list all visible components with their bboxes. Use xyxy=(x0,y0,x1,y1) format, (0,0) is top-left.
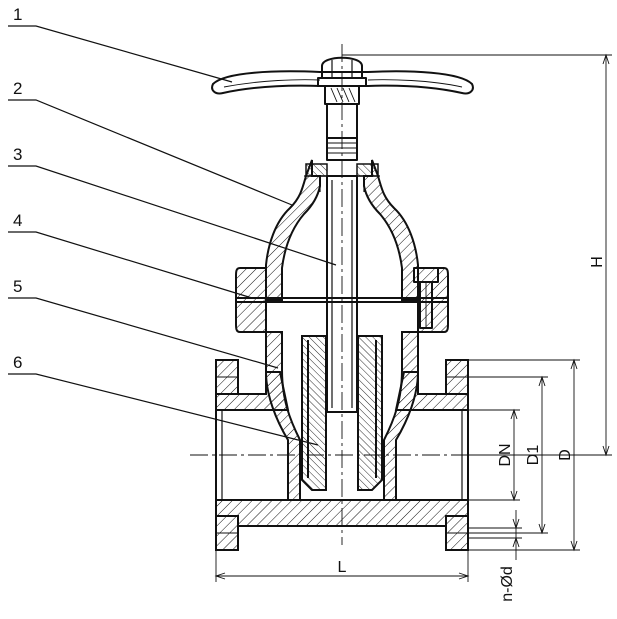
body-flange xyxy=(235,267,449,333)
part-label-1: 1 xyxy=(13,5,22,24)
part-label-5: 5 xyxy=(13,277,22,296)
dimension-labels: H DN D1 D L n-Ød xyxy=(338,256,606,602)
centre-lines xyxy=(190,44,500,545)
handwheel xyxy=(211,56,474,105)
part-label-6: 6 xyxy=(13,353,22,372)
dimension-label-d1: D1 xyxy=(525,445,542,466)
bonnet xyxy=(265,159,419,301)
dimension-lines xyxy=(214,53,612,582)
leader-lines xyxy=(8,25,337,446)
part-label-2: 2 xyxy=(13,79,22,98)
dimension-label-d: D xyxy=(557,449,574,461)
dimension-label-length: L xyxy=(338,559,347,576)
dimension-label-bolt-holes: n-Ød xyxy=(499,566,516,602)
dimension-label-dn: DN xyxy=(497,443,514,466)
part-label-4: 4 xyxy=(13,211,22,230)
part-label-3: 3 xyxy=(13,145,22,164)
part-labels: 1 2 3 4 5 6 xyxy=(13,5,22,372)
dimension-label-height: H xyxy=(589,256,606,268)
